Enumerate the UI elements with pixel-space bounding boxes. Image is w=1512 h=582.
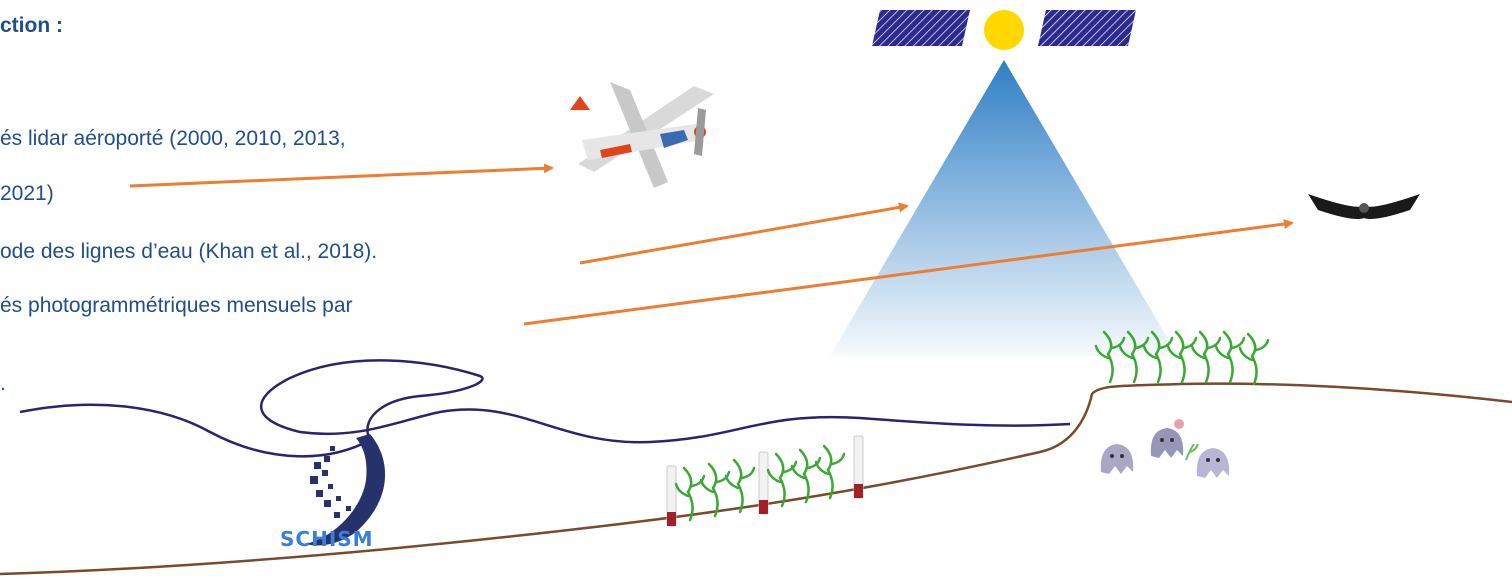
solar-panel-left bbox=[872, 10, 970, 46]
bullet-photogrammetry-cont: . bbox=[0, 372, 6, 395]
tide-gauge-group bbox=[666, 435, 864, 527]
bullet-lidar-cont: 2021) bbox=[0, 182, 54, 205]
creature-icon bbox=[1196, 448, 1230, 478]
creature-icon bbox=[1150, 419, 1184, 458]
arrow-to-drone bbox=[523, 219, 1294, 326]
drone-icon bbox=[1308, 194, 1420, 219]
airplane-icon bbox=[570, 82, 714, 188]
section-heading: ction : bbox=[0, 14, 63, 37]
schism-logo: SCHISM bbox=[280, 434, 386, 551]
tide-gauge-icon bbox=[666, 465, 677, 527]
bullet-waterlines: ode des lignes d’eau (Khan et al., 2018)… bbox=[0, 240, 378, 263]
satellite-body bbox=[984, 10, 1024, 50]
creature-group bbox=[1100, 419, 1230, 478]
annotation-arrows bbox=[129, 163, 1294, 326]
creature-icon bbox=[1100, 444, 1134, 474]
dune-vegetation-icon bbox=[1094, 330, 1270, 386]
tide-gauge-icon bbox=[758, 451, 769, 515]
bullet-photogrammetry: és photogrammétriques mensuels par bbox=[0, 294, 353, 317]
schism-logo-text: SCHISM bbox=[280, 527, 374, 551]
bullet-lidar: és lidar aéroporté (2000, 2010, 2013, bbox=[0, 127, 346, 150]
arrow-to-airplane bbox=[129, 163, 554, 188]
satellite-beam bbox=[830, 60, 1178, 356]
seagrass-icon bbox=[674, 444, 846, 522]
ground-profile bbox=[0, 382, 1512, 576]
solar-panel-right bbox=[1038, 10, 1136, 46]
satellite-icon bbox=[872, 10, 1136, 50]
arrow-to-satellite bbox=[579, 202, 909, 265]
tide-gauge-icon bbox=[853, 435, 864, 499]
wave-line bbox=[19, 359, 1071, 458]
